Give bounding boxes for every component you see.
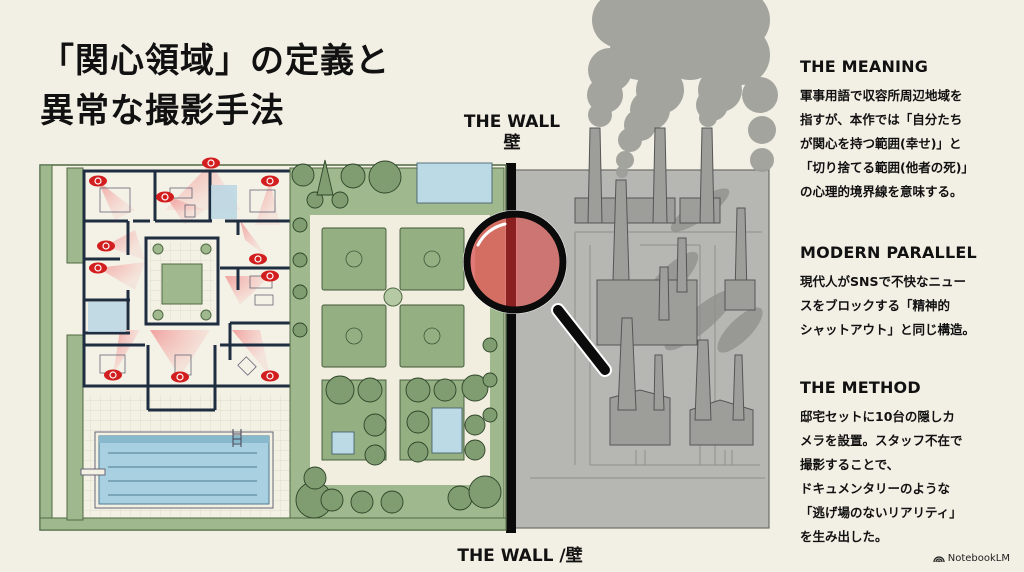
wall-label-jp: 壁: [503, 133, 521, 153]
wall-label-en: THE WALL: [463, 112, 561, 132]
notebooklm-logo-icon: [933, 556, 945, 563]
section-method: THE METHOD 邸宅セットに10台の隠しカ メラを設置。スタッフ不在で 撮…: [800, 378, 1010, 549]
brand-label: NotebookLM: [947, 553, 1010, 564]
swimming-pool: [80, 429, 274, 509]
section-heading: MODERN PARALLEL: [800, 243, 977, 262]
title-line-1: 「関心領域」の定義と: [40, 41, 390, 81]
wall-label-top: THE WALL 壁: [452, 112, 572, 154]
magnifying-glass-icon: [463, 210, 612, 377]
section-body: 邸宅セットに10台の隠しカ メラを設置。スタッフ不在で 撮影することで、 ドキュ…: [800, 409, 963, 544]
section-modern-parallel: MODERN PARALLEL 現代人がSNSで不快なニュー スをブロックする「…: [800, 243, 1010, 342]
section-body: 現代人がSNSで不快なニュー スをブロックする「精神的 シャットアウト」と同じ構…: [800, 274, 976, 337]
section-heading: THE MEANING: [800, 57, 929, 76]
hidden-camera-icons: [89, 157, 279, 383]
section-body: 軍事用語で収容所周辺地域を 指すが、本作では「自分たち が関心を持つ範囲(幸せ)…: [800, 88, 974, 199]
section-meaning: THE MEANING 軍事用語で収容所周辺地域を 指すが、本作では「自分たち …: [800, 57, 1010, 204]
title-line-2: 異常な撮影手法: [40, 91, 285, 131]
wall-label-bottom: THE WALL /壁: [457, 546, 583, 566]
formal-garden: [289, 159, 505, 519]
villa-floorplan: [82, 157, 298, 412]
section-heading: THE METHOD: [800, 378, 921, 397]
page-title: 「関心領域」の定義と 異常な撮影手法: [40, 36, 390, 136]
brand-badge: NotebookLM: [933, 553, 1010, 564]
camp-area: [506, 0, 778, 533]
villa-grounds: [39, 157, 507, 531]
